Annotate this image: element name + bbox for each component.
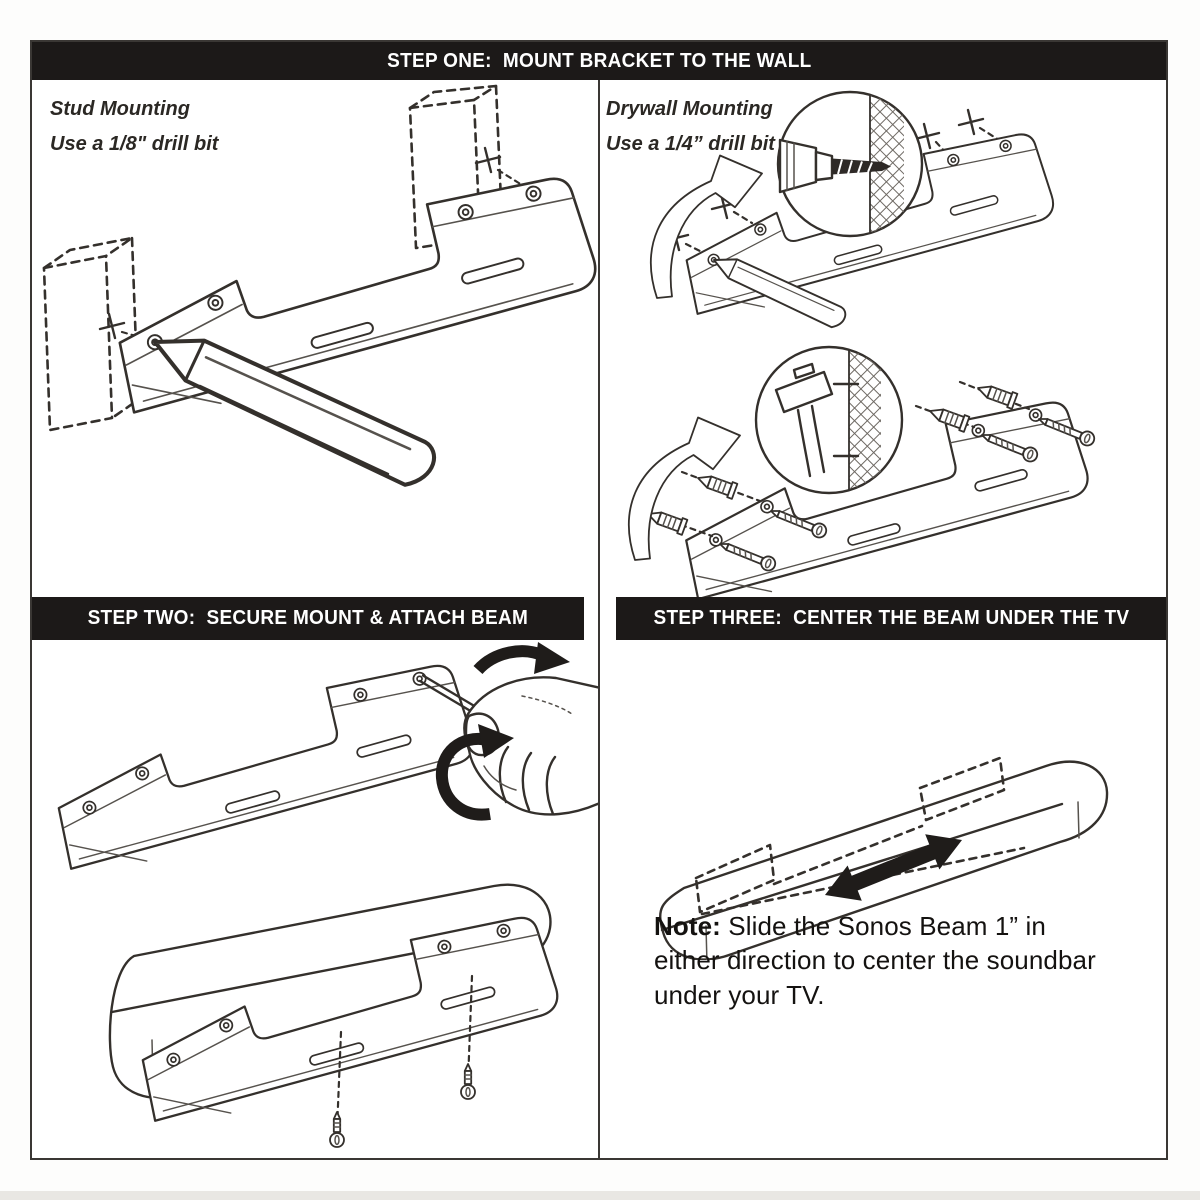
slide-arrow-icon <box>825 834 962 901</box>
instruction-sheet: STEP ONE: MOUNT BRACKET TO THE WALL Stud… <box>30 40 1168 1160</box>
note-body: Slide the Sonos Beam 1” in either direct… <box>654 911 1096 1010</box>
page-bottom-edge <box>0 1191 1200 1200</box>
secure-mount-illustration <box>45 642 598 1148</box>
stud-heading-line1: Stud Mounting <box>50 98 190 120</box>
drywall-drilling-illustration <box>649 90 1063 329</box>
step-one-row: Stud Mounting Use a 1/8" drill bit <box>32 80 1166 597</box>
step-two-banner-label: STEP TWO: SECURE MOUNT & ATTACH BEAM <box>87 607 529 629</box>
stud-mounting-illustration <box>42 84 598 597</box>
wall-bracket <box>45 661 485 874</box>
crosshair-mark <box>957 108 985 136</box>
drywall-mounting-panel: Drywall Mounting Use a 1/4” drill bit <box>598 80 1166 597</box>
step-one-banner-label: STEP ONE: MOUNT BRACKET TO THE WALL <box>386 49 812 72</box>
step-one-banner: STEP ONE: MOUNT BRACKET TO THE WALL <box>32 42 1166 80</box>
wall-crosshatch <box>849 347 881 493</box>
pencil-edge-line <box>198 384 390 476</box>
note-text: Note: Slide the Sonos Beam 1” in either … <box>654 909 1116 1012</box>
wall-bracket <box>104 173 598 418</box>
wall-anchors <box>632 379 1031 538</box>
pilot-hole-leaders <box>684 126 1001 256</box>
mounting-screw-icon <box>460 1063 476 1100</box>
center-beam-illustration <box>659 756 1109 960</box>
crosshair-mark <box>98 312 126 340</box>
mounting-screw-icon <box>329 1111 345 1148</box>
rotation-arrow-icon <box>473 642 570 675</box>
wall-anchor-icon <box>694 469 739 500</box>
drywall-mounting-heading: Drywall Mounting Use a 1/4” drill bit <box>606 92 775 162</box>
rotation-arrow-icon <box>435 724 514 821</box>
drywall-heading-line1: Drywall Mounting <box>606 98 773 120</box>
steps-two-three-row: STEP TWO: SECURE MOUNT & ATTACH BEAM <box>32 597 1166 1158</box>
hammer-magnifier <box>754 345 904 495</box>
step-three-banner: STEP THREE: CENTER THE BEAM UNDER THE TV <box>616 597 1166 640</box>
drill-bit-icon <box>778 138 891 194</box>
drywall-heading-line2: Use a 1/4” drill bit <box>606 133 775 155</box>
stud-heading-line2: Use a 1/8" drill bit <box>50 133 219 155</box>
drywall-anchor-illustration <box>627 345 1099 597</box>
note-label: Note: <box>654 911 721 941</box>
stud-mounting-heading: Stud Mounting Use a 1/8" drill bit <box>50 92 218 162</box>
hidden-bracket-outline <box>694 756 1026 916</box>
step-three-banner-label: STEP THREE: CENTER THE BEAM UNDER THE TV <box>653 607 1129 629</box>
crosshair-mark <box>474 146 502 174</box>
anchor-set-marks <box>832 382 860 458</box>
wall-anchor-icon <box>974 379 1019 410</box>
hammer-icon <box>774 362 834 478</box>
step-two-banner: STEP TWO: SECURE MOUNT & ATTACH BEAM <box>32 597 584 640</box>
drill-magnifier <box>776 90 924 238</box>
stud-mounting-panel: Stud Mounting Use a 1/8" drill bit <box>32 80 598 597</box>
step-two-panel: STEP TWO: SECURE MOUNT & ATTACH BEAM <box>32 597 598 1158</box>
step-three-panel: STEP THREE: CENTER THE BEAM UNDER THE TV <box>598 597 1166 1158</box>
stud-block-left <box>42 236 140 432</box>
